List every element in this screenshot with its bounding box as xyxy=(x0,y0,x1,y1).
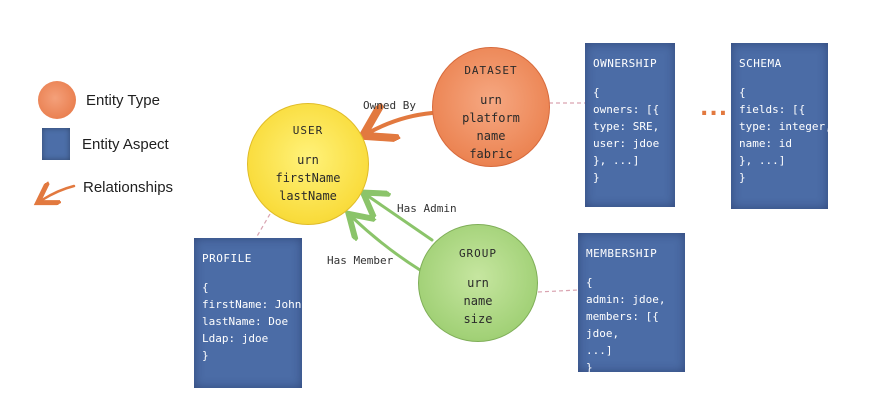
entity-dataset-field: name xyxy=(476,129,506,143)
has-admin-label: Has Admin xyxy=(397,202,457,215)
entity-dataset-title: DATASET xyxy=(464,64,518,77)
entity-user-field: firstName xyxy=(275,171,341,185)
aspect-profile-line: Ldap: jdoe xyxy=(202,332,269,345)
legend-entity-aspect: Entity Aspect xyxy=(38,128,169,160)
entity-dataset: DATASET urn platform name fabric xyxy=(432,47,550,167)
aspect-ownership-title: OWNERSHIP xyxy=(593,57,658,70)
aspect-schema-line: }, ...] xyxy=(739,154,786,167)
aspect-membership-line: admin: jdoe, xyxy=(586,293,666,306)
entity-group-title: GROUP xyxy=(458,247,498,260)
has-member-arrow xyxy=(353,218,422,272)
entity-dataset-field: urn xyxy=(480,93,502,107)
entity-dataset-field: platform xyxy=(462,111,520,125)
entity-aspect-swatch-icon xyxy=(42,128,70,160)
legend-relationships: Relationships xyxy=(83,179,173,196)
aspect-schema-title: SCHEMA xyxy=(739,57,782,70)
aspect-ownership-line: user: jdoe xyxy=(593,137,660,150)
aspect-ownership-line: } xyxy=(593,171,600,184)
has-admin-arrow xyxy=(368,196,434,242)
legend-entity-type-label: Entity Type xyxy=(86,91,160,109)
aspect-membership: MEMBERSHIP { admin: jdoe, members: [{ jd… xyxy=(578,233,685,374)
aspect-ownership-line: }, ...] xyxy=(593,154,640,167)
entity-user: USER urn firstName lastName xyxy=(247,103,369,225)
aspect-profile-line: { xyxy=(202,281,209,294)
aspect-membership-title: MEMBERSHIP xyxy=(586,247,658,260)
aspect-membership-line: { xyxy=(586,276,593,289)
aspect-profile-line: } xyxy=(202,349,209,362)
legend-entity-type: Entity Type xyxy=(38,81,160,119)
aspect-ownership-line: type: SRE, xyxy=(593,120,660,133)
owned-by-arrow xyxy=(370,113,434,132)
connector-group-membership xyxy=(537,289,579,293)
connector-user-profile xyxy=(255,213,271,239)
aspect-profile-line: firstName: John xyxy=(202,298,302,311)
aspect-schema-line: name: id xyxy=(739,137,792,150)
legend-entity-aspect-label: Entity Aspect xyxy=(82,135,169,153)
entity-dataset-field: fabric xyxy=(469,147,513,161)
aspect-membership-line: members: [{ xyxy=(586,310,659,323)
entity-group-field: name xyxy=(463,294,493,308)
aspect-membership-line: ...] xyxy=(586,344,613,357)
legend-relationship-arrow xyxy=(42,186,76,200)
aspect-schema: SCHEMA { fields: [{ type: integer, name:… xyxy=(731,43,832,209)
entity-type-swatch-icon xyxy=(38,81,76,119)
aspect-profile-title: PROFILE xyxy=(202,252,252,265)
aspect-ownership-line: owners: [{ xyxy=(593,103,660,116)
owned-by-label: Owned By xyxy=(363,99,416,112)
entity-group: GROUP urn name size xyxy=(418,224,538,342)
aspect-profile-line: lastName: Doe xyxy=(202,315,289,328)
entity-user-title: USER xyxy=(292,124,324,137)
entity-user-field: urn xyxy=(297,153,319,167)
aspect-ownership: OWNERSHIP { owners: [{ type: SRE, user: … xyxy=(585,43,675,207)
legend-relationships-label: Relationships xyxy=(83,179,174,196)
aspect-schema-line: type: integer, xyxy=(739,120,832,133)
entity-user-field: lastName xyxy=(279,189,337,203)
aspect-schema-line: fields: [{ xyxy=(739,103,806,116)
more-aspects-ellipsis: ... xyxy=(700,96,729,121)
aspect-schema-line: } xyxy=(739,171,746,184)
aspect-profile: PROFILE { firstName: John lastName: Doe … xyxy=(194,238,302,388)
has-member-label: Has Member xyxy=(327,254,394,267)
aspect-schema-line: { xyxy=(739,86,746,99)
aspect-membership-line: jdoe, xyxy=(586,327,620,340)
aspect-membership-line: } xyxy=(586,361,593,374)
entity-group-field: size xyxy=(463,312,493,326)
entity-group-field: urn xyxy=(467,276,489,290)
aspect-ownership-line: { xyxy=(593,86,600,99)
